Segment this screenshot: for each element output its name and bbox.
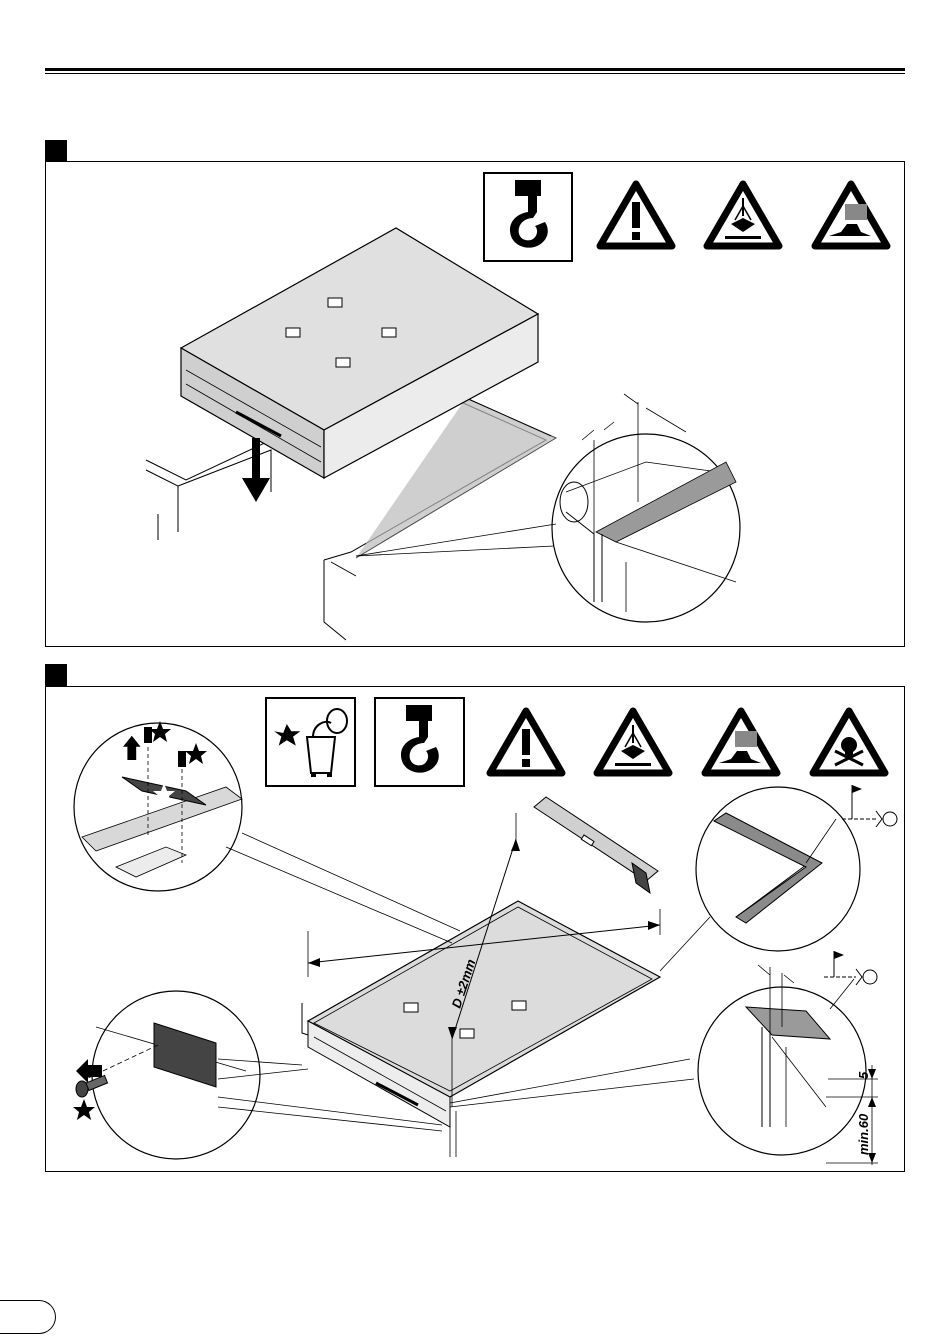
- step-1-panel: [45, 161, 905, 647]
- step-2-panel: D ±2mm: [45, 686, 905, 1172]
- page-tab: [0, 1300, 56, 1334]
- gap-label: 5: [856, 1071, 871, 1079]
- header-rule: [45, 68, 905, 71]
- header-rule-thin: [45, 73, 905, 74]
- step-2-appliance-drawing: D ±2mm: [46, 687, 906, 1173]
- step-1-appliance-drawing: [46, 162, 906, 648]
- step-2-marker: [45, 664, 67, 686]
- min-depth-label: min.60: [856, 1113, 871, 1155]
- step-1-marker: [45, 140, 67, 162]
